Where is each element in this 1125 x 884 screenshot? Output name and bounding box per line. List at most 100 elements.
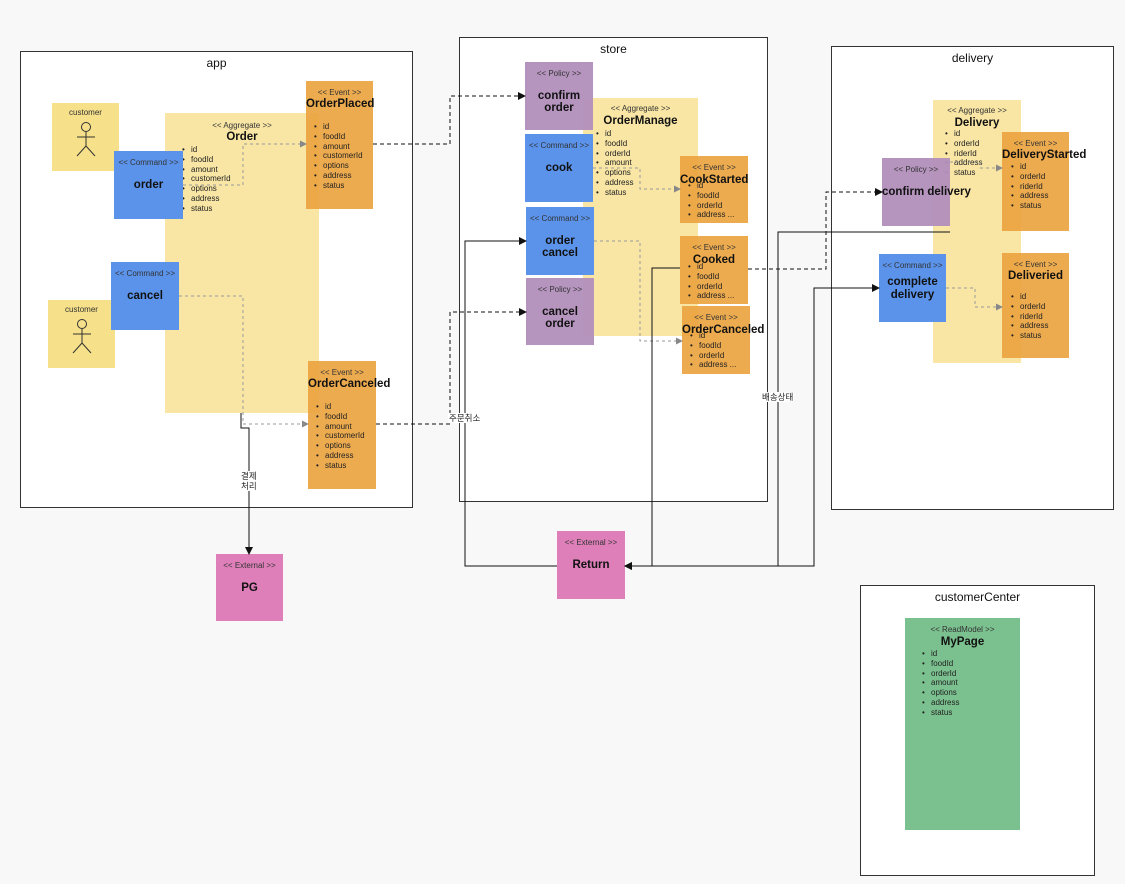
event-attributes: idfoodIdamountcustomerIdoptionsaddressst…: [314, 122, 363, 191]
attribute-item: id: [182, 145, 231, 155]
attribute-item: amount: [314, 142, 363, 152]
attribute-item: foodId: [688, 191, 734, 201]
command-stereotype: << Command >>: [114, 269, 176, 278]
policy-confirm-delivery[interactable]: << Policy >> confirm delivery: [882, 158, 971, 226]
attribute-item: address ...: [688, 210, 734, 220]
policy-cancel-order[interactable]: << Policy >> cancel order: [526, 278, 594, 345]
attribute-item: foodId: [922, 659, 959, 669]
aggregate-name: Order: [226, 131, 258, 143]
command-name: cancel: [127, 290, 163, 302]
attribute-item: amount: [182, 165, 231, 175]
event-name: DeliveryStarted: [1002, 149, 1087, 161]
attribute-item: status: [922, 708, 959, 718]
attribute-item: foodId: [596, 139, 633, 149]
actor-label: customer: [65, 305, 98, 314]
attribute-item: address ...: [688, 291, 734, 301]
attribute-item: options: [316, 441, 365, 451]
person-icon: [76, 122, 96, 157]
external-name: Return: [572, 559, 610, 571]
aggregate-stereotype: << Aggregate >>: [947, 106, 1007, 115]
attribute-item: address: [316, 451, 365, 461]
attribute-item: id: [688, 262, 734, 272]
policy-name: confirm delivery: [882, 186, 971, 198]
attribute-item: address: [1011, 321, 1048, 331]
command-stereotype: << Command >>: [882, 261, 943, 270]
attribute-item: status: [1011, 201, 1048, 211]
event-name: Deliveried: [1008, 270, 1063, 282]
aggregate-attributes: idorderIdriderIdaddressstatus: [945, 129, 982, 178]
attribute-item: foodId: [182, 155, 231, 165]
attribute-item: id: [1011, 162, 1048, 172]
event-stereotype: << Event >>: [692, 163, 736, 172]
policy-name: confirm order: [537, 90, 581, 114]
aggregate-name: OrderManage: [603, 115, 678, 127]
actor-customer[interactable]: customer: [48, 300, 115, 368]
attribute-item: id: [945, 129, 982, 139]
attribute-item: foodId: [316, 412, 365, 422]
attribute-item: options: [314, 161, 363, 171]
external-stereotype: << External >>: [564, 538, 618, 547]
command-name: order cancel: [542, 235, 578, 259]
event-cook-started[interactable]: << Event >> CookStarted idfoodIdorderIda…: [680, 156, 748, 223]
attribute-item: riderId: [945, 149, 982, 159]
external-pg[interactable]: << External >> PG: [216, 554, 283, 621]
event-name: OrderPlaced: [306, 98, 375, 110]
command-name: cook: [545, 162, 573, 174]
event-cooked[interactable]: << Event >> Cooked idfoodIdorderIdaddres…: [680, 236, 748, 304]
command-stereotype: << Command >>: [528, 141, 590, 150]
edge-label-payment: 결제 처리: [240, 471, 258, 491]
readmodel-attributes: idfoodIdorderIdamountoptionsaddressstatu…: [922, 649, 959, 718]
event-order-placed[interactable]: << Event >> OrderPlaced idfoodIdamountcu…: [306, 81, 375, 209]
actor-customer[interactable]: customer: [52, 103, 119, 171]
attribute-item: foodId: [314, 132, 363, 142]
attribute-item: orderId: [1011, 302, 1048, 312]
attribute-item: status: [316, 461, 365, 471]
attribute-item: status: [945, 168, 982, 178]
policy-stereotype: << Policy >>: [537, 285, 583, 294]
command-name: complete delivery: [887, 276, 938, 301]
aggregate-stereotype: << Aggregate >>: [610, 104, 671, 113]
attribute-item: orderId: [596, 149, 633, 159]
attribute-item: customerId: [314, 151, 363, 161]
attribute-item: address: [945, 158, 982, 168]
event-deliveried[interactable]: << Event >> Deliveried idorderIdriderIda…: [1002, 253, 1069, 358]
policy-confirm-order[interactable]: << Policy >> confirm order: [525, 62, 593, 130]
event-order-canceled-store[interactable]: << Event >> OrderCanceled idfoodIdorderI…: [682, 306, 764, 374]
attribute-item: orderId: [688, 282, 734, 292]
attribute-item: orderId: [945, 139, 982, 149]
attribute-item: id: [690, 331, 736, 341]
attribute-item: id: [596, 129, 633, 139]
event-stereotype: << Event >>: [320, 368, 364, 377]
attribute-item: orderId: [688, 201, 734, 211]
attribute-item: id: [922, 649, 959, 659]
attribute-item: address: [922, 698, 959, 708]
aggregate-attributes: idfoodIdamountcustomerIdoptionsaddressst…: [182, 145, 231, 214]
event-order-canceled[interactable]: << Event >> OrderCanceled idfoodIdamount…: [308, 361, 390, 489]
attribute-item: customerId: [182, 174, 231, 184]
command-complete-delivery[interactable]: << Command >> complete delivery: [879, 254, 946, 322]
attribute-item: status: [596, 188, 633, 198]
command-order[interactable]: << Command >> order: [114, 151, 183, 219]
event-attributes: idfoodIdorderIdaddress ...: [688, 181, 734, 220]
readmodel-name: MyPage: [940, 636, 985, 648]
event-delivery-started[interactable]: << Event >> DeliveryStarted idorderIdrid…: [1002, 132, 1087, 231]
event-stereotype: << Event >>: [694, 313, 738, 322]
command-order-cancel[interactable]: << Command >> order cancel: [526, 207, 594, 275]
aggregate-stereotype: << Aggregate >>: [212, 121, 272, 130]
external-return[interactable]: << External >> Return: [557, 531, 625, 599]
event-attributes: idfoodIdamountcustomerIdoptionsaddressst…: [316, 402, 365, 471]
attribute-item: status: [1011, 331, 1048, 341]
attribute-item: address ...: [690, 360, 736, 370]
bounded-context-title: customerCenter: [934, 590, 1021, 604]
attribute-item: foodId: [690, 341, 736, 351]
attribute-item: customerId: [316, 431, 365, 441]
readmodel-mypage[interactable]: << ReadModel >> MyPage idfoodIdorderIdam…: [905, 618, 1020, 830]
aggregate-order[interactable]: << Aggregate >> Order idfoodIdamountcust…: [165, 113, 319, 413]
attribute-item: amount: [316, 422, 365, 432]
command-cancel[interactable]: << Command >> cancel: [111, 262, 179, 330]
command-name: order: [133, 179, 164, 191]
attribute-item: status: [314, 181, 363, 191]
attribute-item: options: [182, 184, 231, 194]
command-cook[interactable]: << Command >> cook: [525, 134, 593, 202]
